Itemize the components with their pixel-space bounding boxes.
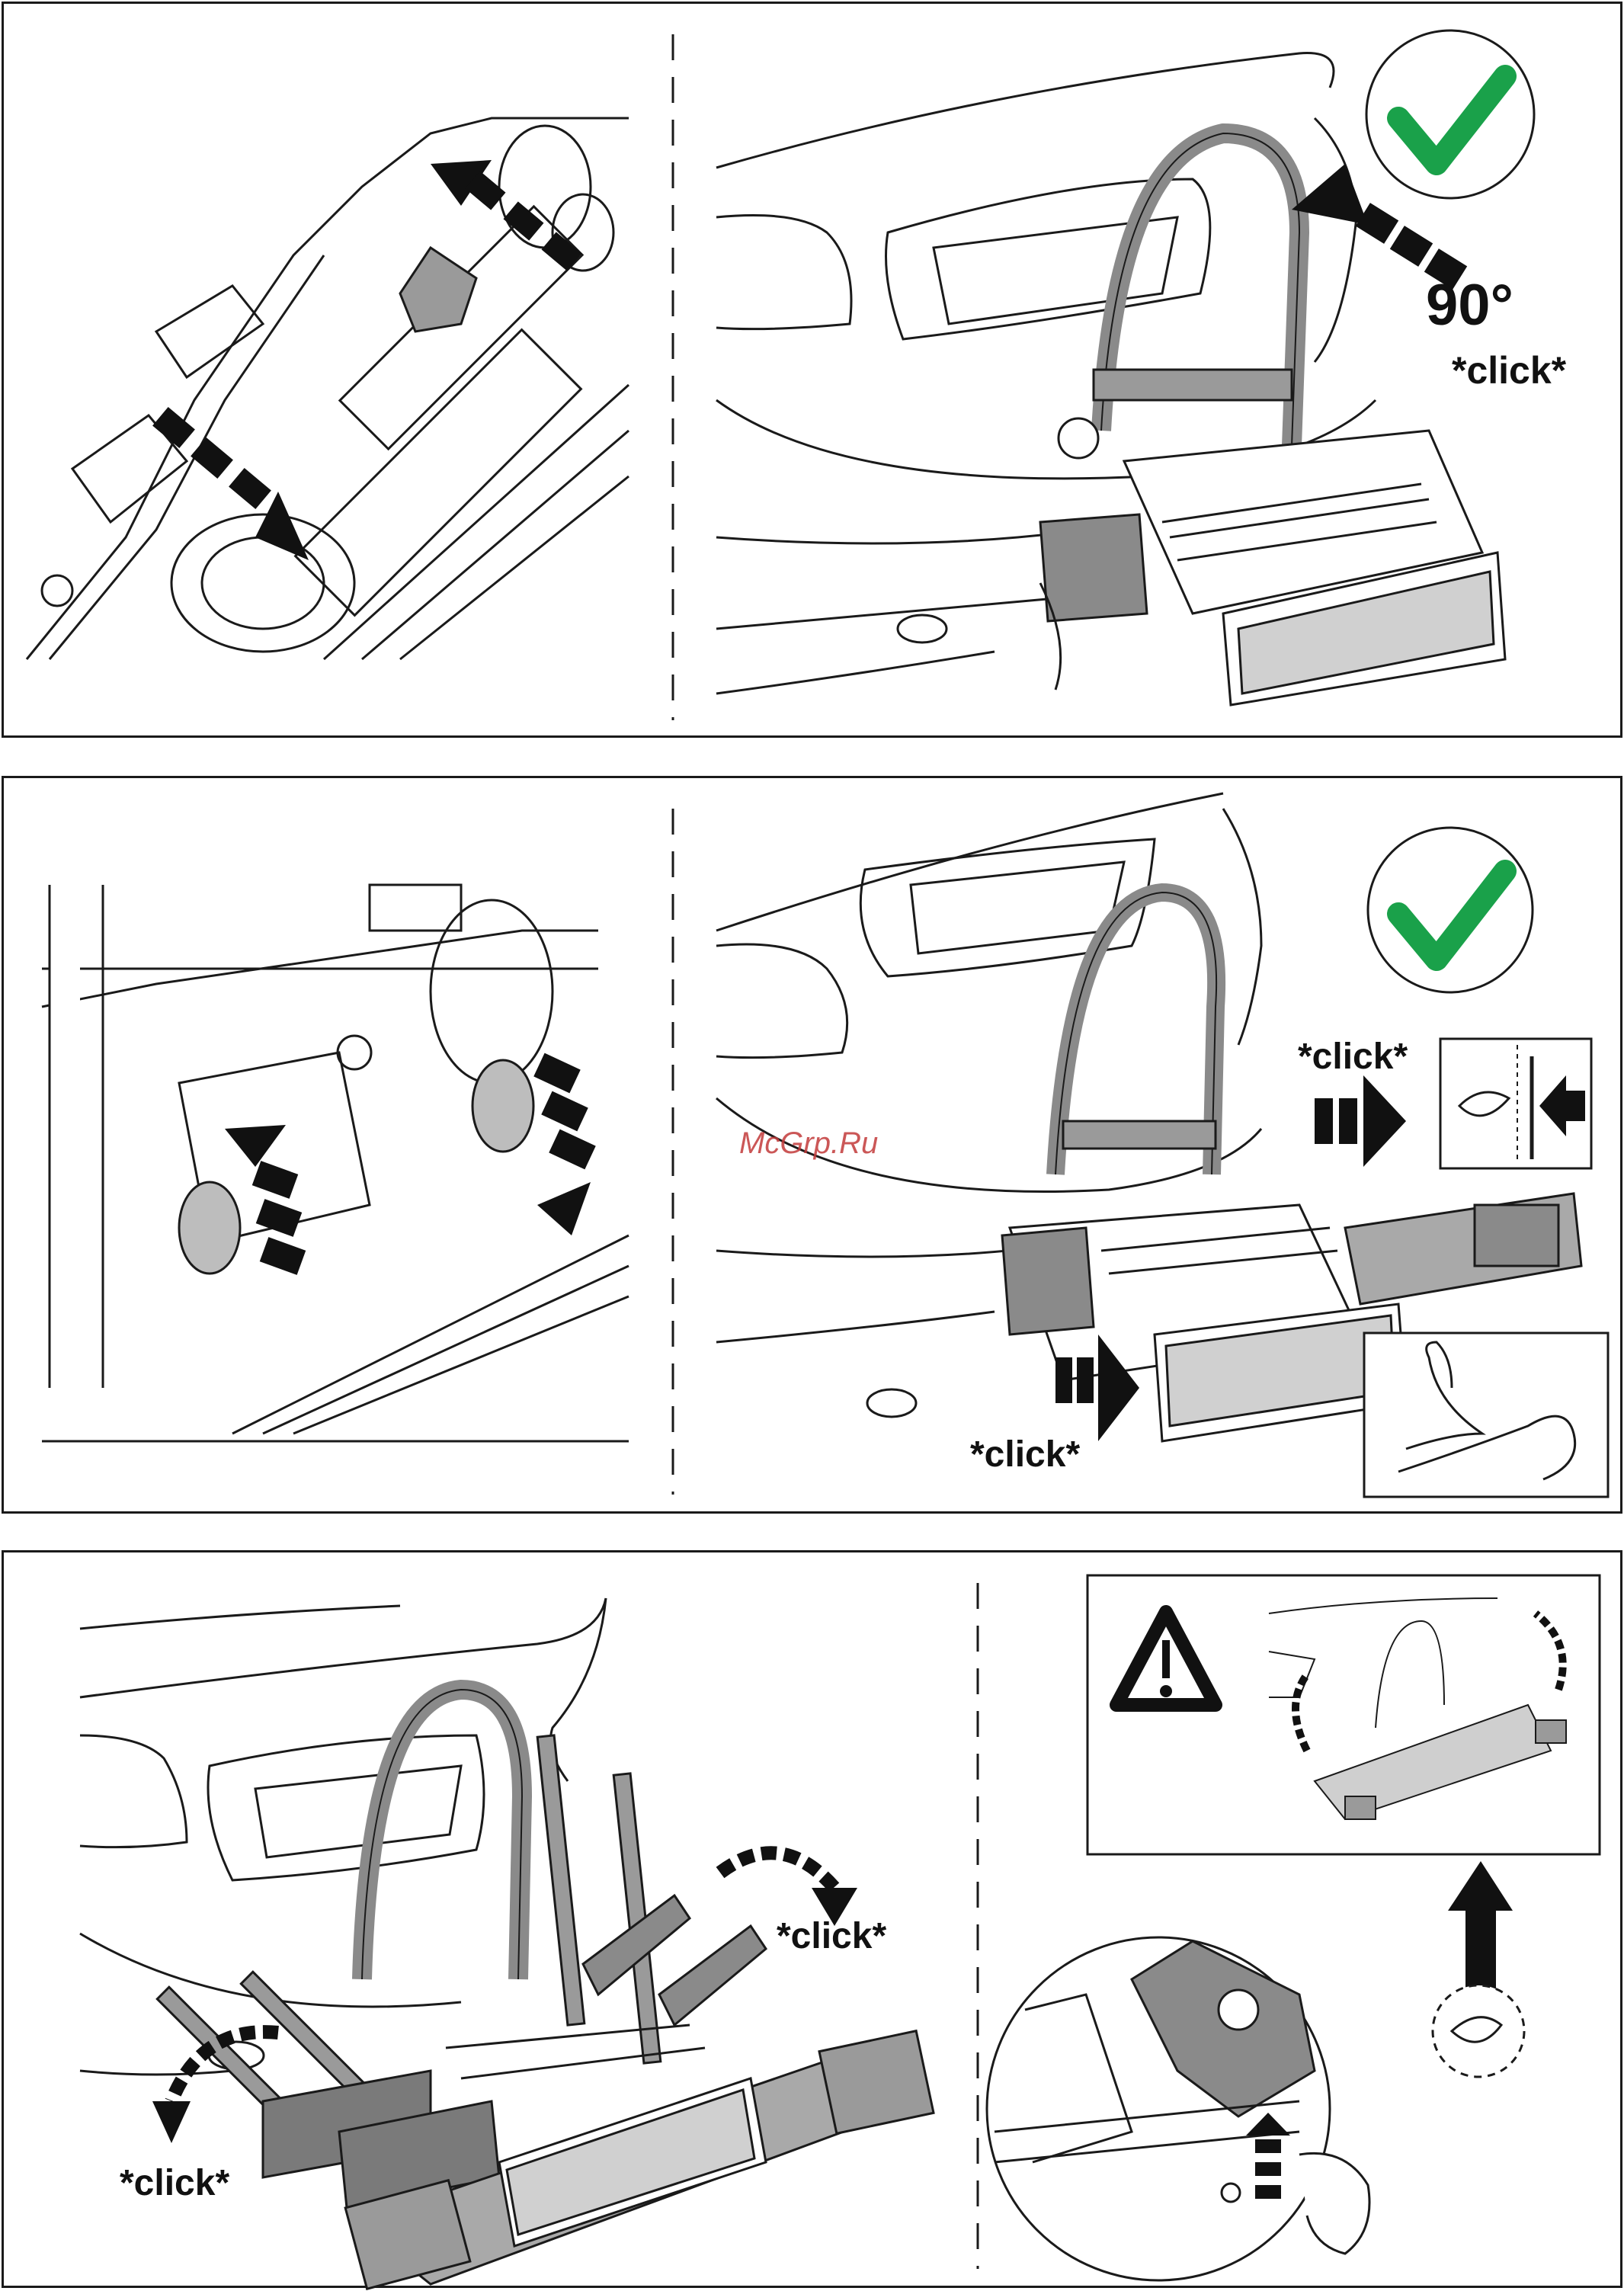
watermark: McGrp.Ru [739,1126,878,1161]
arrow-up-left [431,160,581,271]
panel-1-illustration [4,4,1624,740]
eye-view-circle [1433,1985,1524,2077]
arrow-down-right [152,407,309,560]
arrow-down-right-knob [533,1053,595,1235]
click-label-left: *click* [120,2162,229,2204]
knob-left [179,1182,240,1274]
check-mark-icon [1368,828,1533,992]
arrow-up-left-knob [225,1125,306,1275]
check-mark-icon [1366,30,1534,198]
strength-detail-box [1364,1333,1608,1497]
step-panel-1: 90° *click* [2,2,1622,738]
click-label: *click* [1452,348,1566,393]
step-panel-3: *click* *click* [2,1550,1622,2288]
eye-detail-box [1440,1039,1591,1168]
arrow-slide-right [1315,1075,1406,1167]
click-label-bottom: *click* [970,1434,1080,1476]
knob-closeup [42,885,629,1441]
bike-carrier-unfolded [157,1690,934,2289]
clamp-knob-closeup [27,118,629,659]
angle-label: 90° [1426,272,1513,338]
lock-release-closeup [987,1937,1369,2280]
warning-inset [1087,1575,1600,1854]
click-label-right: *click* [777,1915,886,1957]
arrow-up-to-inset [1448,1861,1513,1995]
knob-right [472,1060,533,1152]
fold-arrow-right [720,1853,834,1888]
bike-carrier-folded [1040,133,1505,705]
click-label-right: *click* [1298,1036,1408,1078]
